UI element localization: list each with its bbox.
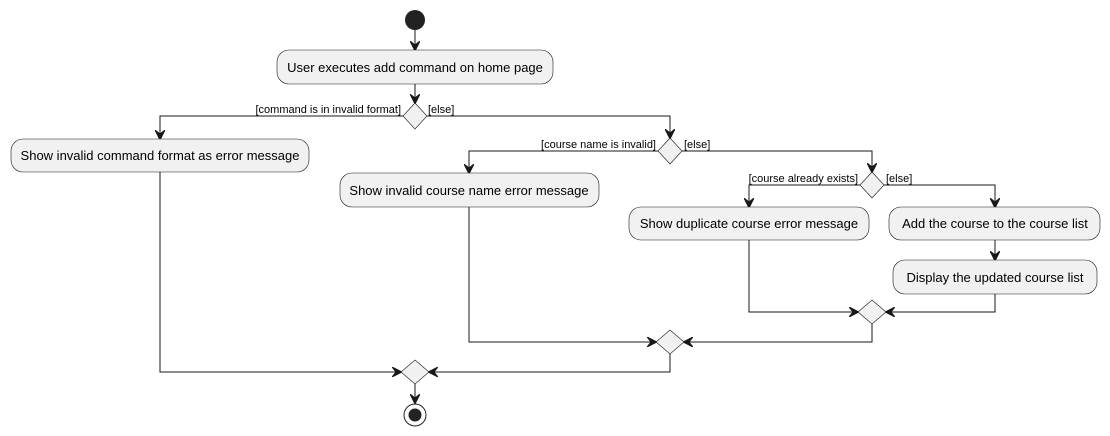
edge-decision-2-to-decision-3 <box>682 150 872 172</box>
edges <box>160 30 995 403</box>
merge-command-format <box>400 359 430 385</box>
end-node <box>403 403 427 427</box>
action-duplicate: Show duplicate course error message <box>628 206 870 241</box>
action-add-course-label: Add the course to the course list <box>902 216 1088 231</box>
edge-decision-1-to-decision-2 <box>427 115 670 138</box>
action-display-list: Display the updated course list <box>892 259 1098 295</box>
decision-command-format <box>402 102 428 130</box>
action-duplicate-label: Show duplicate course error message <box>640 216 858 231</box>
action-user-executes-label: User executes add command on home page <box>287 60 543 75</box>
edge-display-list-to-merge-3 <box>886 294 996 312</box>
merge-course-exists <box>857 299 887 325</box>
edge-invalid-format-to-merge-1 <box>159 172 401 372</box>
start-node <box>405 10 425 30</box>
decision-course-name <box>657 137 683 165</box>
action-invalid-format: Show invalid command format as error mes… <box>10 138 310 173</box>
edge-decision-3-to-add-course <box>884 184 995 207</box>
edge-merge-2-to-merge-1 <box>429 354 671 372</box>
guard-else-1: [else] <box>428 104 454 116</box>
guard-invalid-name: [course name is invalid] <box>541 139 656 151</box>
guard-invalid-format: [command is in invalid format] <box>256 104 402 116</box>
guard-already-exists: [course already exists] <box>749 173 858 185</box>
guard-else-2: [else] <box>684 139 710 151</box>
edge-duplicate-to-merge-3 <box>748 240 858 312</box>
edge-decision-3-to-duplicate <box>749 184 860 207</box>
action-user-executes: User executes add command on home page <box>276 49 554 85</box>
action-invalid-format-label: Show invalid command format as error mes… <box>21 148 300 163</box>
edge-decision-2-to-invalid-name <box>469 150 658 173</box>
decision-course-exists <box>859 171 885 199</box>
edge-invalid-name-to-merge-2 <box>468 207 656 342</box>
action-display-list-label: Display the updated course list <box>906 270 1083 285</box>
edge-decision-1-to-invalid-format <box>160 115 403 139</box>
guard-else-3: [else] <box>886 173 912 185</box>
action-add-course: Add the course to the course list <box>888 206 1101 241</box>
action-invalid-name-label: Show invalid course name error message <box>349 183 588 198</box>
action-invalid-name: Show invalid course name error message <box>339 172 600 208</box>
edge-merge-3-to-merge-2 <box>684 324 873 342</box>
merge-course-name <box>655 329 685 355</box>
